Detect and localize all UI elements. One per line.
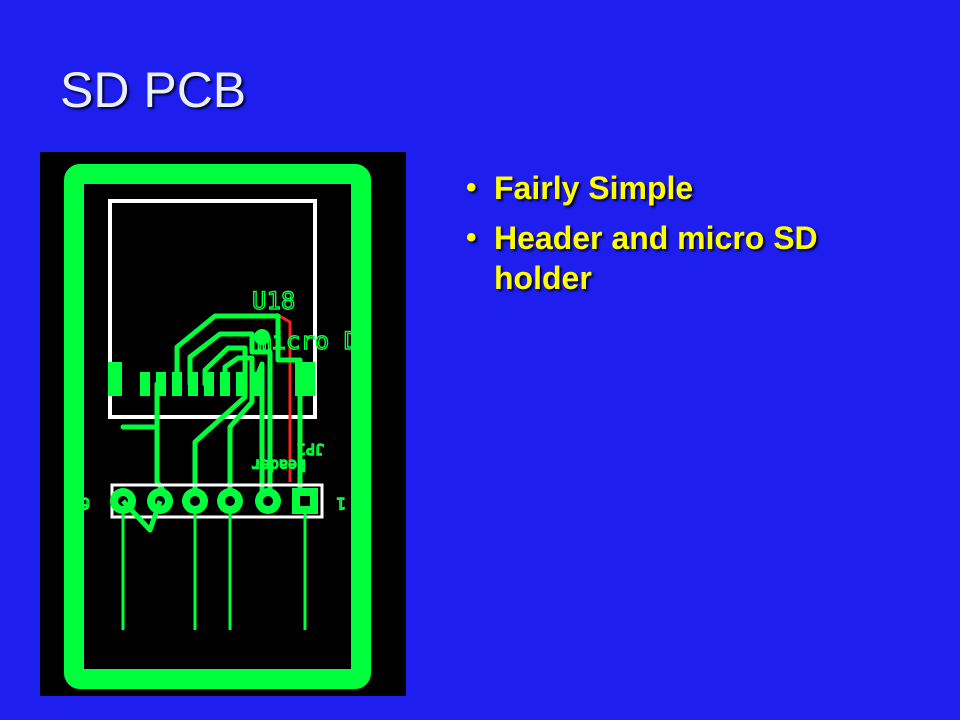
pcb-pin-left: 6 bbox=[80, 494, 90, 513]
holder-pad-left bbox=[108, 362, 122, 396]
pcb-layout-image: U18 micro D JP1 header 6 1 bbox=[40, 152, 406, 696]
pcb-pin-right: 1 bbox=[336, 494, 346, 513]
bottom-layer-trace bbox=[275, 312, 292, 482]
bullet-dot-icon: • bbox=[466, 171, 477, 204]
board-outline bbox=[64, 164, 371, 689]
header-pins bbox=[110, 488, 318, 514]
bullet-text: Fairly Simple bbox=[494, 170, 694, 206]
header-jumper-trace bbox=[121, 499, 163, 533]
slide-title: SD PCB bbox=[60, 62, 247, 118]
header-pin-holes bbox=[118, 496, 310, 506]
bullet-list: • Fairly Simple • Header and micro SD ho… bbox=[458, 168, 898, 308]
pcb-header-designator: JP1 bbox=[297, 440, 324, 458]
sd-holder-outline bbox=[108, 199, 317, 419]
bullet-item: • Header and micro SD holder bbox=[458, 218, 898, 298]
bullet-dot-icon: • bbox=[466, 221, 477, 254]
bullet-item: • Fairly Simple bbox=[458, 168, 898, 208]
pcb-designator: U18 bbox=[252, 287, 295, 315]
pcb-header-label: header bbox=[252, 456, 306, 474]
header-legs bbox=[121, 514, 307, 630]
bullet-text: Header and micro SD holder bbox=[494, 220, 818, 296]
signal-traces bbox=[120, 313, 303, 500]
via bbox=[254, 329, 270, 345]
pcb-part-label: micro D bbox=[257, 327, 358, 355]
